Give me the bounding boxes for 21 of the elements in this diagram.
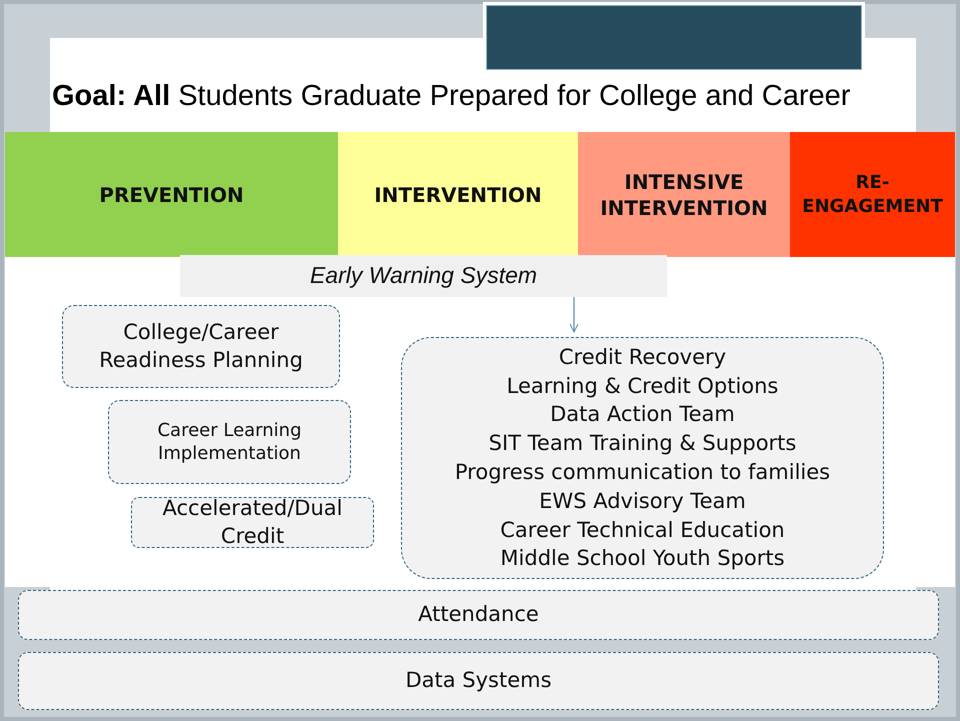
slide-title: Goal: All Students Graduate Prepared for College and Career <box>52 80 852 113</box>
list-item-text: SIT Team Training & Supports <box>488 430 796 458</box>
support-list-box <box>401 337 884 579</box>
tier-band: INTERVENTION <box>338 132 578 257</box>
list-item-text: Data Action Team <box>550 401 735 428</box>
tier-band: PREVENTION <box>5 132 338 257</box>
list-item-text: Career Technical Education <box>500 516 785 544</box>
list-item-text: Credit Recovery <box>558 344 726 371</box>
foundation-bar: Attendance <box>18 590 939 640</box>
arrow <box>570 297 578 332</box>
tier-band: INTENSIVE INTERVENTION <box>578 132 790 257</box>
tier-band: RE-ENGAGEMENT <box>790 132 955 257</box>
list-item-text: Middle School Youth Sports <box>500 545 785 572</box>
list-item-text: EWS Advisory Team <box>539 488 746 515</box>
system-banner: Early Warning System <box>180 255 667 297</box>
foundation-bar: Data Systems <box>18 652 939 710</box>
list-item-text: Learning & Credit Options <box>506 372 778 400</box>
program-box: College/Career Readiness Planning <box>62 305 340 388</box>
program-box: Accelerated/Dual Credit <box>131 497 374 548</box>
list-item-text: Progress communication to families <box>454 459 830 486</box>
program-box: Career Learning Implementation <box>108 400 351 484</box>
